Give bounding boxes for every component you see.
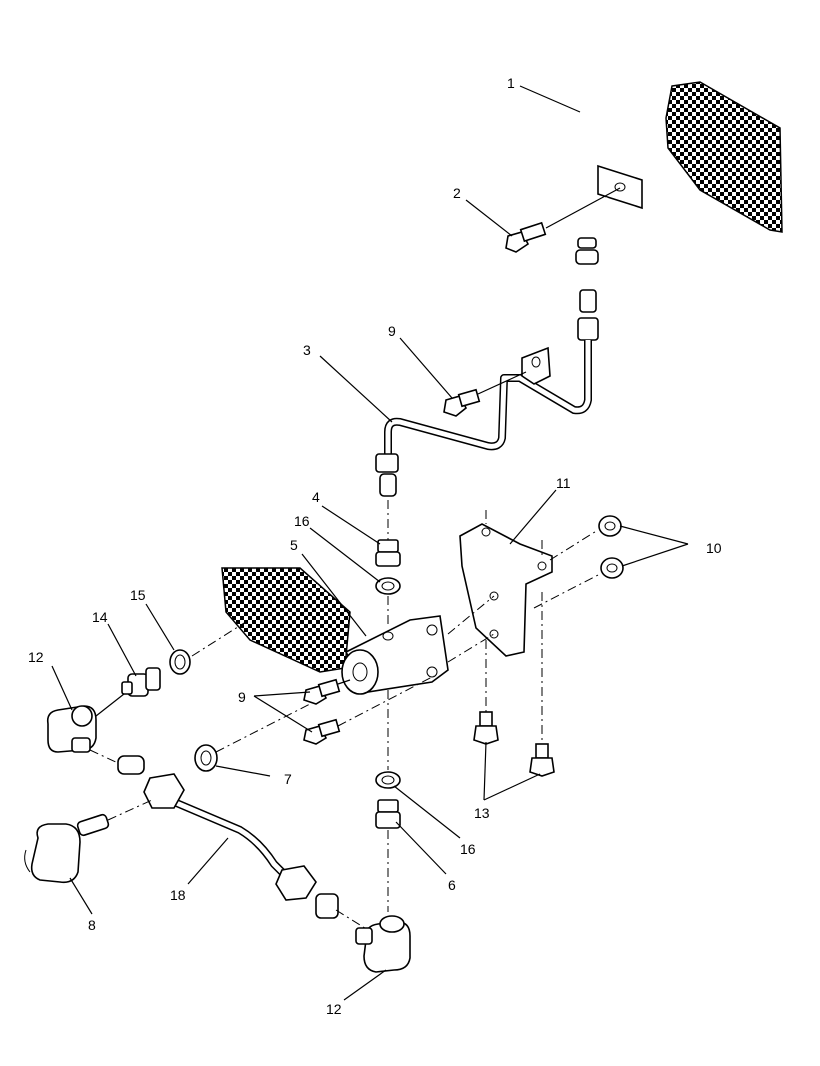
engine-block-section-upper [665,81,783,233]
callout-9-lower: 9 [238,689,246,705]
callout-14: 14 [92,609,108,625]
part-15-seal-ring [169,617,253,675]
callout-2: 2 [453,185,461,201]
callout-1: 1 [507,75,515,91]
callout-8: 8 [88,917,96,933]
callout-5: 5 [290,537,298,553]
callout-labels: 1 2 3 9 4 16 5 11 10 15 14 12 9 7 13 16 … [28,75,722,1017]
callout-9-upper: 9 [388,323,396,339]
engine-block-section-lower [221,567,351,673]
leader-lines [51,85,689,1001]
part-8-connector [24,799,153,884]
callout-4: 4 [312,489,320,505]
part-9-bolts-lower [303,675,435,745]
part-3-tube [375,340,592,497]
part-5-block [341,596,449,695]
part-12-elbow-lower [355,915,411,973]
callout-13: 13 [474,805,490,821]
callout-15: 15 [130,587,146,603]
part-9-bolt-upper [443,371,527,417]
callout-7: 7 [284,771,292,787]
callout-3: 3 [303,342,311,358]
part-18-tube [89,749,369,931]
part-16-washer-lower [375,690,401,789]
callout-12-upper: 12 [28,649,44,665]
callout-18: 18 [170,887,186,903]
part-12-elbow-upper [46,705,97,753]
part-7-washer [194,703,311,772]
connector-fitting-upper [577,289,599,341]
part-1-tube [575,97,643,265]
part-2-bolt [505,187,621,253]
callout-16-lower: 16 [460,841,476,857]
part-4-connector [375,500,401,567]
callout-6: 6 [448,877,456,893]
part-16-washer-upper [375,577,401,595]
part-10-washers [447,515,624,663]
callout-12-lower: 12 [326,1001,342,1017]
callout-10: 10 [706,540,722,556]
part-6-connector [375,799,401,912]
callout-11: 11 [556,475,571,491]
part-11-bracket [459,510,553,657]
part-14-fitting [95,667,161,717]
part-13-bolts [473,592,555,777]
callout-16-upper: 16 [294,513,310,529]
